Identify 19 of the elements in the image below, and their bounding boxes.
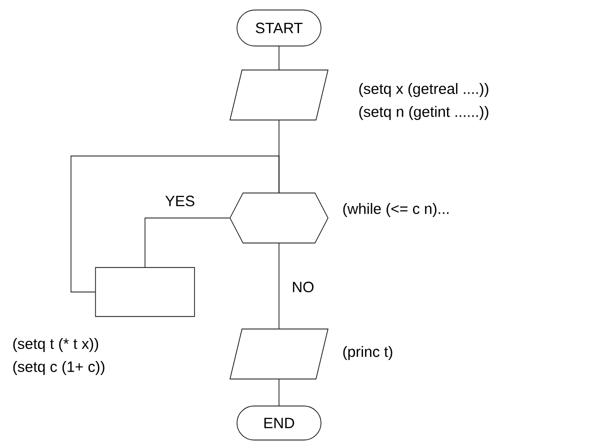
code-text: (princ t) [343,346,392,360]
connector-line [278,378,280,406]
terminal-box: END [236,406,322,440]
input-output-parallelogram [230,328,328,380]
terminal-box: START [236,10,322,46]
code-text: (while (<= c n)... [343,203,448,217]
process-box [95,267,195,317]
connector-line [70,156,280,292]
code-text: (setq n (getint ......)) [359,106,488,120]
edge-label: NO [292,282,314,292]
code-text: (setq t (* t x)) [13,338,98,352]
connector-line [278,46,280,70]
code-text: (setq x (getreal ....)) [359,83,488,97]
edge-label: YES [165,196,194,206]
connector-line [278,243,280,329]
code-text: (setq c (1+ c)) [13,361,104,375]
connector-line [144,218,230,268]
decision-hexagon [230,192,328,244]
input-output-parallelogram [230,70,328,120]
